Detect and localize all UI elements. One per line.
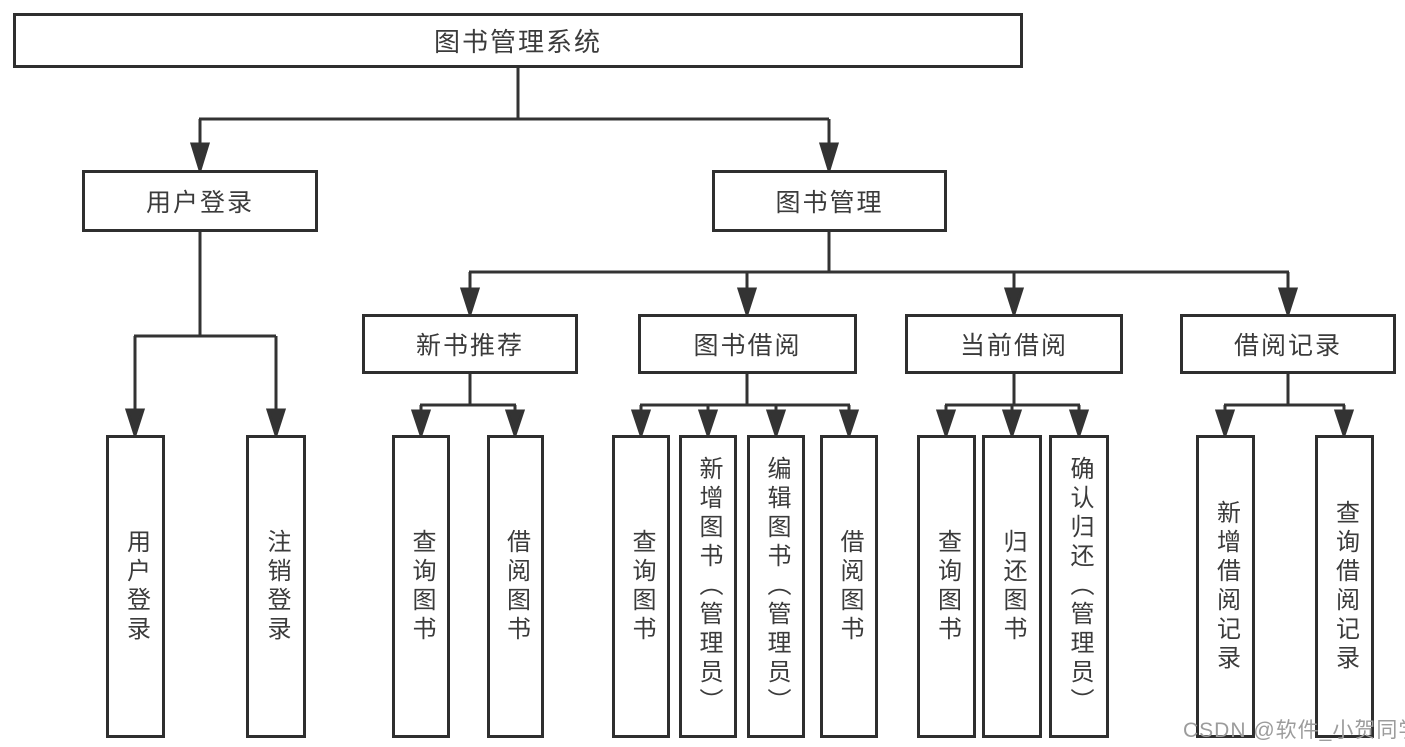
node-label: 编辑图书（管理员）	[763, 456, 790, 717]
node-current-borrowing: 当前借阅	[905, 314, 1123, 374]
node-book-borrowing: 图书借阅	[638, 314, 857, 374]
connector-root-to-level2	[189, 68, 840, 176]
connector-book-borrow-branch	[630, 374, 860, 440]
leaf-query-books-current: 查询图书	[917, 435, 976, 738]
node-label: 注销登录	[263, 528, 290, 645]
node-label: 新增图书（管理员）	[695, 456, 722, 717]
leaf-add-borrow-record: 新增借阅记录	[1196, 435, 1255, 738]
node-label: 归还图书	[999, 528, 1026, 645]
node-new-book-recommendation: 新书推荐	[362, 314, 578, 374]
node-label: 图书借阅	[693, 332, 802, 360]
node-library-management-system: 图书管理系统	[13, 13, 1023, 68]
node-label: 当前借阅	[959, 332, 1068, 360]
node-label: 借阅图书	[502, 528, 530, 645]
leaf-return-books: 归还图书	[982, 435, 1042, 738]
connector-user-login-branch	[124, 232, 287, 440]
node-label: 确认归还（管理员）	[1066, 456, 1093, 717]
csdn-watermark: CSDN @软件_小贺同学	[1183, 719, 1405, 742]
node-label: 查询借阅记录	[1331, 499, 1359, 674]
leaf-query-books-recommend: 查询图书	[392, 435, 450, 738]
leaf-logout: 注销登录	[246, 435, 306, 738]
leaf-user-login: 用户登录	[106, 435, 165, 738]
node-book-management: 图书管理	[712, 170, 947, 232]
node-label: 查询图书	[628, 528, 655, 645]
leaf-add-books-admin: 新增图书（管理员）	[679, 435, 737, 738]
node-label: 图书管理	[775, 189, 884, 217]
node-label: 查询图书	[933, 528, 961, 645]
leaf-edit-books-admin: 编辑图书（管理员）	[747, 435, 805, 738]
connector-book-mgmt-branch	[459, 232, 1299, 319]
node-label: 借阅记录	[1233, 332, 1342, 360]
connector-new-book-branch	[410, 374, 526, 440]
node-label: 新增借阅记录	[1212, 499, 1240, 674]
leaf-borrow-books-recommend: 借阅图书	[487, 435, 544, 738]
leaf-query-borrow-record: 查询借阅记录	[1315, 435, 1374, 738]
node-label: 用户登录	[145, 189, 254, 217]
node-borrowing-records: 借阅记录	[1180, 314, 1396, 374]
leaf-borrow-books: 借阅图书	[820, 435, 878, 738]
node-label: 用户登录	[122, 528, 150, 645]
node-label: 图书管理系统	[433, 27, 602, 57]
node-label: 新书推荐	[415, 332, 524, 360]
node-label: 借阅图书	[836, 528, 863, 645]
node-user-login: 用户登录	[82, 170, 318, 232]
connector-current-borrow-branch	[935, 374, 1090, 440]
leaf-query-books-borrow: 查询图书	[612, 435, 670, 738]
node-label: 查询图书	[408, 528, 435, 645]
connector-borrow-records-branch	[1214, 374, 1355, 440]
leaf-confirm-return-admin: 确认归还（管理员）	[1049, 435, 1109, 738]
